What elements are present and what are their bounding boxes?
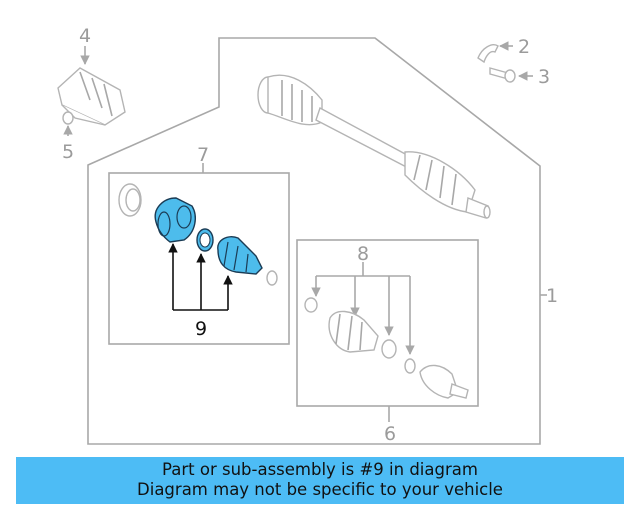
assembly-outline-frame xyxy=(87,37,547,445)
bolt-part-2 xyxy=(477,41,513,64)
callout-3: 3 xyxy=(538,66,550,88)
callout-4: 4 xyxy=(79,25,91,47)
cv-joint-highlight xyxy=(154,197,196,243)
bolt-part-3 xyxy=(489,67,533,83)
cv-joint-kit-box-6 xyxy=(304,297,469,399)
callout-7: 7 xyxy=(197,144,209,166)
sub-assembly-box-6 xyxy=(296,239,479,407)
callout-1: 1 xyxy=(546,285,558,307)
banner-line-part-number: Part or sub-assembly is #9 in diagram xyxy=(162,460,478,479)
sub-assembly-box-7 xyxy=(108,172,290,345)
heat-shield-part-4 xyxy=(57,46,126,126)
callout-6: 6 xyxy=(384,423,396,445)
banner-line-disclaimer: Diagram may not be specific to your vehi… xyxy=(137,480,503,499)
callout-2: 2 xyxy=(518,36,530,58)
cv-joint-kit-box-7 xyxy=(118,183,278,311)
axle-shaft-assembly xyxy=(257,74,491,219)
callout-9: 9 xyxy=(195,318,207,340)
callout-9-leaders xyxy=(168,243,233,311)
boot-highlight xyxy=(217,236,263,275)
callout-8-leaders xyxy=(311,262,415,355)
callout-8: 8 xyxy=(357,243,369,265)
clamp-highlight xyxy=(196,228,214,252)
callout-5: 5 xyxy=(62,141,74,163)
info-banner: Part or sub-assembly is #9 in diagram Di… xyxy=(16,457,624,504)
nut-part-5 xyxy=(62,111,74,136)
